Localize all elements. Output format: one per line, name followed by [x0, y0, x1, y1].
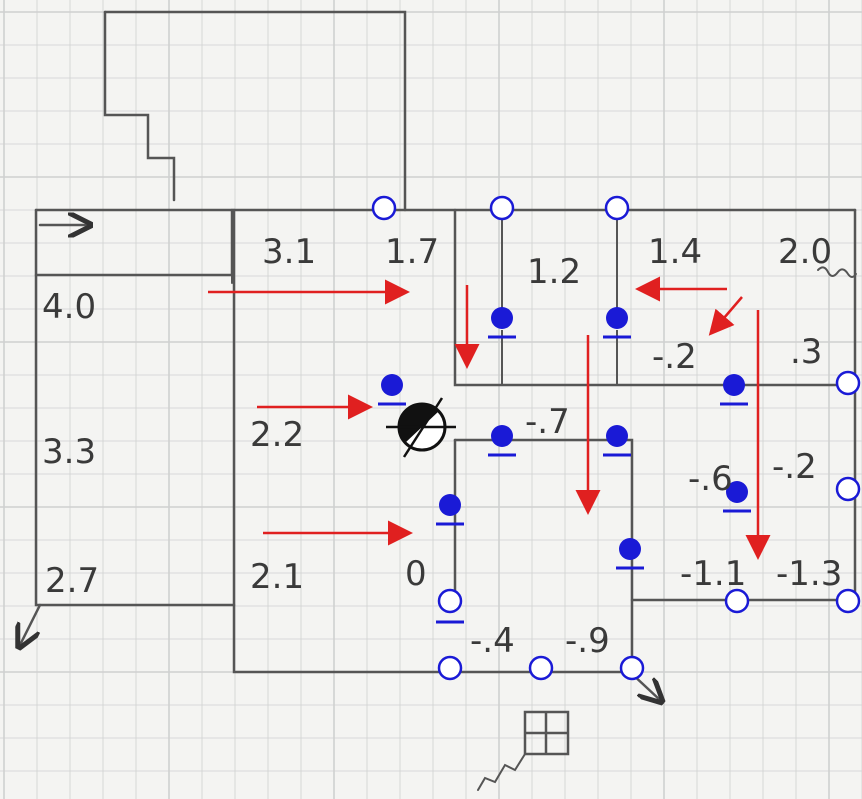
filled-node-with-underline-icon [720, 374, 748, 406]
open-circle-node-icon [835, 588, 861, 614]
label-neg-1-3: -1.3 [776, 554, 842, 594]
label-1-2: 1.2 [527, 252, 581, 292]
label-3: .3 [790, 332, 822, 372]
filled-node-with-underline-icon [603, 425, 631, 457]
open-nodes [371, 195, 861, 681]
filled-node-with-underline-icon [488, 307, 516, 339]
window-grid-icon [523, 710, 570, 756]
arrow-diagonal [708, 296, 743, 336]
label-2-7: 2.7 [45, 561, 99, 601]
label-3-1: 3.1 [262, 232, 316, 272]
label-neg-4: -.4 [470, 621, 515, 661]
airflow-arrows [208, 276, 771, 560]
open-circle-node-icon [835, 370, 861, 396]
stair-step-icon [103, 10, 407, 212]
label-2-1: 2.1 [250, 557, 304, 597]
open-circle-node-icon [604, 195, 630, 221]
open-circle-node-icon [437, 588, 463, 614]
label-3-3: 3.3 [42, 432, 96, 472]
label-2-2: 2.2 [250, 415, 304, 455]
open-circle-node-icon [489, 195, 515, 221]
open-circle-node-icon [724, 588, 750, 614]
label-neg-2-right: -.2 [772, 447, 817, 487]
open-circle-node-icon [619, 655, 645, 681]
label-neg-6: -.6 [688, 459, 733, 499]
filled-node-with-underline-icon [378, 374, 406, 406]
label-2-0: 2.0 [778, 232, 832, 272]
label-1-4: 1.4 [648, 232, 702, 272]
filled-node-with-underline-icon [616, 538, 644, 570]
label-neg-2-top: -.2 [652, 337, 697, 377]
label-neg-1-1: -1.1 [680, 554, 746, 594]
label-neg-7: -.7 [525, 402, 570, 442]
filled-node-with-underline-icon [488, 425, 516, 457]
filled-node-with-underline-icon [436, 494, 464, 526]
stair-step-icon [103, 10, 176, 202]
half-filled-circle-fan-icon [386, 397, 456, 458]
filled-nodes [378, 307, 751, 624]
labels: 3.1 1.7 1.2 1.4 2.0 4.0 -.2 .3 3.3 2.2 -… [42, 232, 842, 661]
label-0: 0 [405, 554, 427, 594]
open-circle-node-icon [371, 195, 397, 221]
open-circle-node-icon [528, 655, 554, 681]
node-connectors [501, 210, 618, 385]
label-1-7: 1.7 [385, 232, 439, 272]
filled-node-with-underline-icon [723, 481, 751, 513]
walls [20, 10, 857, 791]
label-neg-9: -.9 [565, 621, 610, 661]
open-circle-node-icon [437, 655, 463, 681]
filled-node-with-underline-icon [603, 307, 631, 339]
label-4-0: 4.0 [42, 287, 96, 327]
open-circle-node-icon [835, 476, 861, 502]
